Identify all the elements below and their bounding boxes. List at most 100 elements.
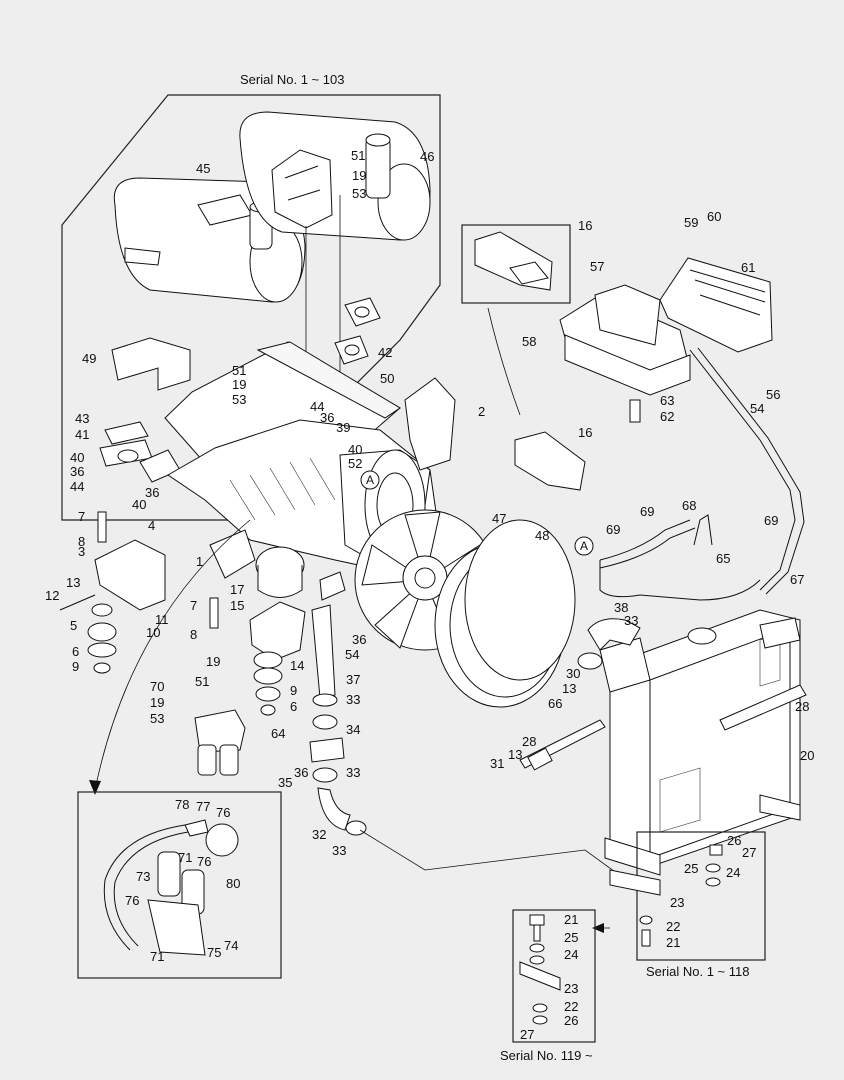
- radiator-20: [599, 609, 801, 876]
- detail-marker-a-engine: A: [360, 470, 380, 490]
- detail-marker-a-hoses-label: A: [580, 539, 588, 553]
- callout-76: 76: [125, 893, 139, 908]
- serial-radiator-a-caption: Serial No. 1 ~ 118: [646, 964, 750, 979]
- callout-44: 44: [70, 479, 84, 494]
- callout-52: 52: [348, 456, 362, 471]
- callout-32: 32: [312, 827, 326, 842]
- callout-43: 43: [75, 411, 89, 426]
- callout-36: 36: [145, 485, 159, 500]
- callout-36: 36: [320, 410, 334, 425]
- callout-20: 20: [800, 748, 814, 763]
- callout-7: 7: [78, 509, 85, 524]
- hose-67: [689, 349, 796, 591]
- engine-mount-left: [59, 511, 166, 674]
- callout-50: 50: [380, 371, 394, 386]
- bracket-49: [111, 337, 191, 391]
- callout-3: 3: [78, 544, 85, 559]
- callout-33: 33: [346, 692, 360, 707]
- callout-66: 66: [548, 696, 562, 711]
- callout-19: 19: [352, 168, 366, 183]
- callout-68: 68: [682, 498, 696, 513]
- callout-4: 4: [148, 518, 155, 533]
- callout-21: 21: [564, 912, 578, 927]
- callout-23: 23: [670, 895, 684, 910]
- callout-24: 24: [726, 865, 740, 880]
- callout-28: 28: [522, 734, 536, 749]
- callout-77: 77: [196, 799, 210, 814]
- callout-53: 53: [150, 711, 164, 726]
- callout-49: 49: [82, 351, 96, 366]
- callout-56: 56: [766, 387, 780, 402]
- callout-41: 41: [75, 427, 89, 442]
- callout-2: 2: [478, 404, 485, 419]
- arrow-to-inset: [94, 519, 251, 791]
- callout-69: 69: [606, 522, 620, 537]
- serial-118-frame: [636, 831, 766, 961]
- callout-37: 37: [346, 672, 360, 687]
- callout-35: 35: [278, 775, 292, 790]
- leader-pipe-radiator: [359, 829, 641, 891]
- callout-19: 19: [232, 377, 246, 392]
- callout-64: 64: [271, 726, 285, 741]
- callout-59: 59: [684, 215, 698, 230]
- water-pipe-assembly: [309, 571, 367, 836]
- muffler-bracket: [271, 149, 341, 400]
- callout-33: 33: [624, 613, 638, 628]
- callout-24: 24: [564, 947, 578, 962]
- callout-51: 51: [351, 148, 365, 163]
- callout-76: 76: [216, 805, 230, 820]
- callout-51: 51: [195, 674, 209, 689]
- callout-5: 5: [70, 618, 77, 633]
- callout-69: 69: [640, 504, 654, 519]
- callout-9: 9: [290, 683, 297, 698]
- callout-16: 16: [578, 425, 592, 440]
- callout-34: 34: [346, 722, 360, 737]
- callout-26: 26: [564, 1013, 578, 1028]
- callout-36: 36: [352, 632, 366, 647]
- inset-remote-filter-frame: [77, 791, 282, 979]
- detail-a-hoses: A: [574, 514, 761, 601]
- callout-36: 36: [294, 765, 308, 780]
- stay-rod-28: [519, 684, 807, 771]
- callout-80: 80: [226, 876, 240, 891]
- callout-6: 6: [290, 699, 297, 714]
- callout-42: 42: [378, 345, 392, 360]
- fuel-filter-group: [194, 709, 246, 776]
- callout-1: 1: [196, 554, 203, 569]
- bracket-16-frame: [461, 224, 571, 304]
- callout-22: 22: [666, 919, 680, 934]
- callout-30: 30: [566, 666, 580, 681]
- callout-71: 71: [178, 850, 192, 865]
- arrow-serial-119-head: [592, 923, 604, 933]
- callout-70: 70: [150, 679, 164, 694]
- arrow-16: [487, 307, 521, 416]
- inset-remote-filter: [103, 819, 239, 956]
- hose-38-30: [577, 618, 641, 670]
- callout-40: 40: [132, 497, 146, 512]
- callout-6: 6: [72, 644, 79, 659]
- inset-arrowhead: [89, 780, 101, 795]
- callout-40: 40: [70, 450, 84, 465]
- flange-43-41: [99, 421, 181, 483]
- callout-31: 31: [490, 756, 504, 771]
- serial-top-caption: Serial No. 1 ~ 103: [240, 72, 345, 87]
- fan-shroud-48: [434, 519, 576, 708]
- callout-51: 51: [232, 363, 246, 378]
- callout-47: 47: [492, 511, 506, 526]
- callout-58: 58: [522, 334, 536, 349]
- serial-118-parts: [609, 844, 723, 947]
- callout-54: 54: [345, 647, 359, 662]
- callout-65: 65: [716, 551, 730, 566]
- callout-76: 76: [197, 854, 211, 869]
- callout-33: 33: [332, 843, 346, 858]
- callout-25: 25: [564, 930, 578, 945]
- callout-63: 63: [660, 393, 674, 408]
- engine-mount-right: [209, 597, 306, 716]
- callout-10: 10: [146, 625, 160, 640]
- callout-69: 69: [764, 513, 778, 528]
- callout-67: 67: [790, 572, 804, 587]
- callout-16: 16: [578, 218, 592, 233]
- gasket-42: [334, 297, 381, 365]
- callout-19: 19: [150, 695, 164, 710]
